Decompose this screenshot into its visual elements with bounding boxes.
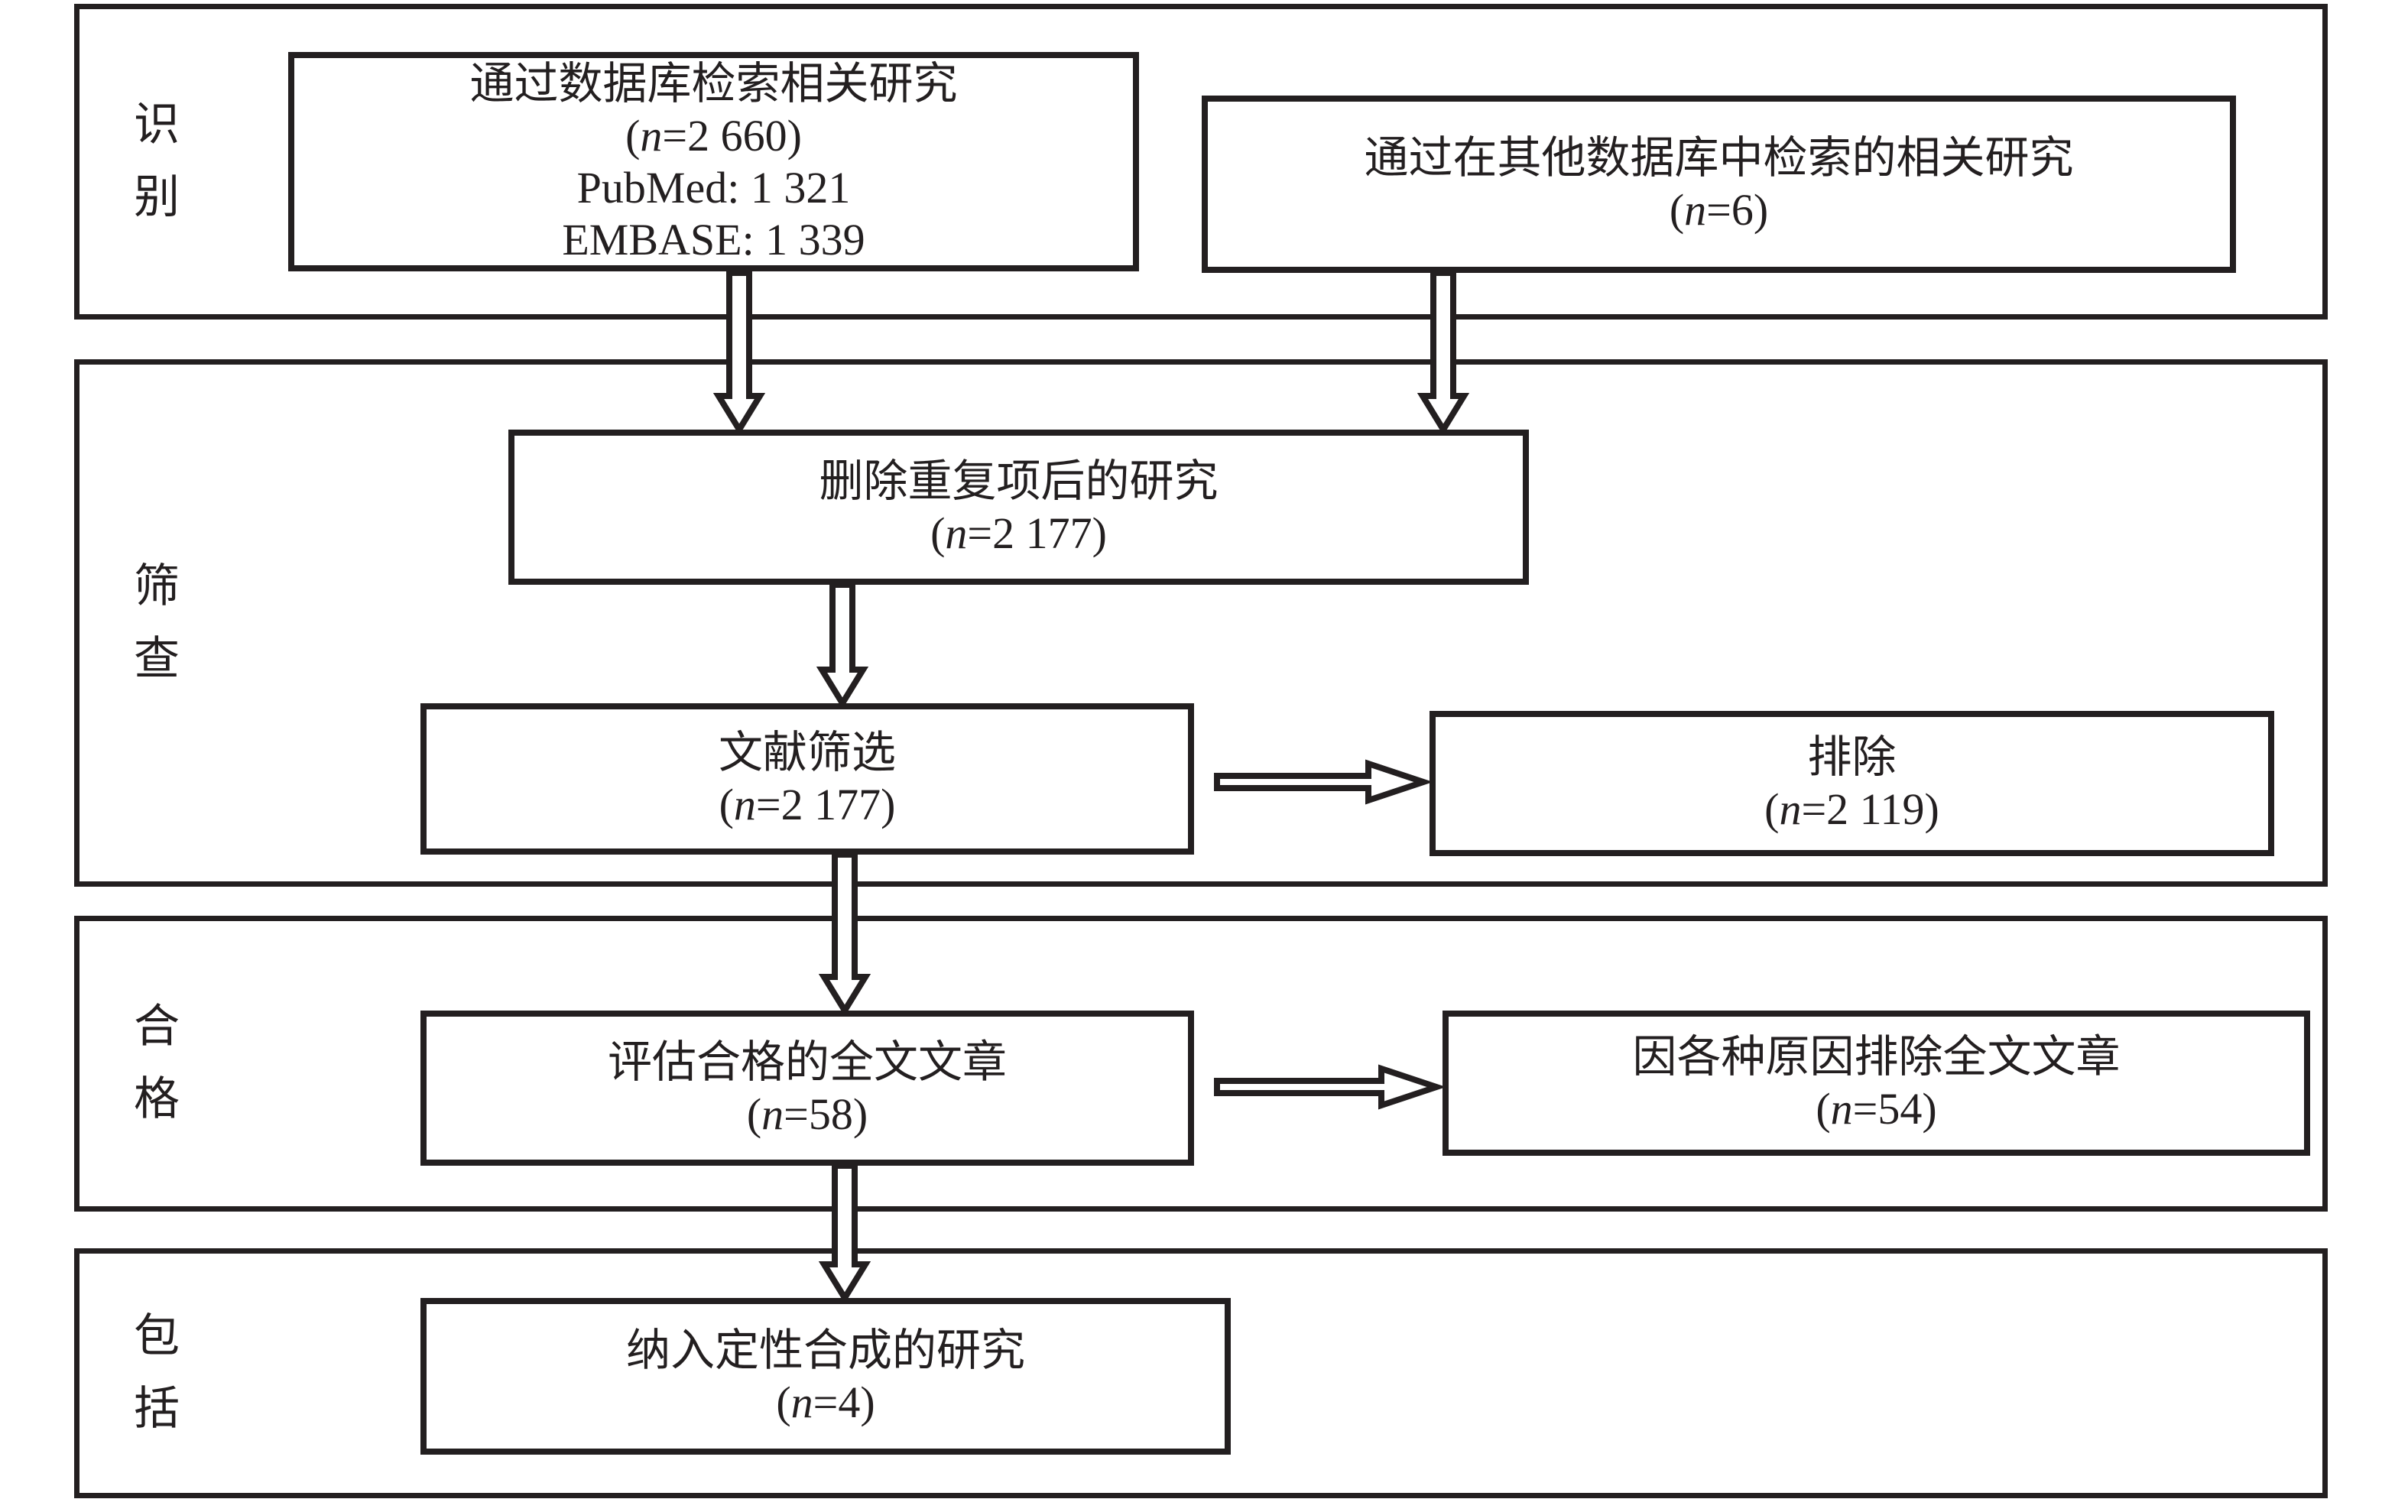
box-count: (n=2 660) — [625, 110, 802, 161]
box-fulltext-assessed: 评估合格的全文文章 (n=58) — [420, 1011, 1194, 1166]
stage-label-eligibility: 合格 — [134, 1001, 180, 1124]
box-sub-line: EMBASE: 1 339 — [562, 214, 865, 264]
box-count: (n=54) — [1816, 1084, 1937, 1134]
box-title: 文献筛选 — [718, 728, 896, 777]
stage-band-identification — [74, 4, 2328, 320]
box-sub-line: PubMed: 1 321 — [576, 162, 851, 213]
box-title: 通过数据库检索相关研究 — [469, 58, 958, 109]
box-title: 通过在其他数据库中检索的相关研究 — [1364, 133, 2074, 183]
down-arrow-other-to-dedup-icon — [1417, 270, 1470, 436]
stage-band-eligibility — [74, 916, 2328, 1212]
box-fulltext-excluded: 因各种原因排除全文文章 (n=54) — [1443, 1011, 2310, 1156]
box-records-screened: 文献筛选 (n=2 177) — [420, 703, 1194, 855]
right-arrow-fulltext-to-excluded-icon — [1214, 1064, 1446, 1110]
down-arrow-screened-to-fulltext-icon — [818, 852, 871, 1017]
right-arrow-screened-to-excluded-icon — [1214, 759, 1433, 805]
down-arrow-db-to-dedup-icon — [712, 270, 766, 436]
down-arrow-dedup-to-screened-icon — [816, 582, 869, 709]
stage-label-identification: 识别 — [134, 99, 180, 222]
box-deduplicated-records: 删除重复项后的研究 (n=2 177) — [508, 430, 1529, 585]
box-included-studies: 纳入定性合成的研究 (n=4) — [420, 1298, 1231, 1455]
box-title: 评估合格的全文文章 — [607, 1037, 1007, 1087]
box-count: (n=4) — [776, 1377, 875, 1427]
stage-label-screening: 筛查 — [134, 561, 180, 684]
stage-band-screening — [74, 359, 2328, 887]
box-count: (n=2 119) — [1764, 784, 1939, 834]
box-count: (n=6) — [1669, 185, 1769, 235]
box-other-source-records: 通过在其他数据库中检索的相关研究 (n=6) — [1202, 96, 2236, 273]
box-count: (n=58) — [746, 1089, 868, 1139]
box-title: 因各种原因排除全文文章 — [1632, 1032, 2121, 1082]
stage-band-included — [74, 1248, 2328, 1498]
box-title: 排除 — [1807, 732, 1897, 782]
down-arrow-fulltext-to-included-icon — [818, 1163, 871, 1304]
box-count: (n=2 177) — [719, 780, 896, 829]
box-title: 删除重复项后的研究 — [819, 456, 1219, 506]
box-records-excluded: 排除 (n=2 119) — [1430, 711, 2274, 856]
box-database-records: 通过数据库检索相关研究 (n=2 660) PubMed: 1 321 EMBA… — [288, 52, 1139, 271]
box-title: 纳入定性合成的研究 — [625, 1325, 1025, 1375]
box-count: (n=2 177) — [930, 508, 1107, 558]
stage-label-included: 包括 — [134, 1311, 180, 1434]
